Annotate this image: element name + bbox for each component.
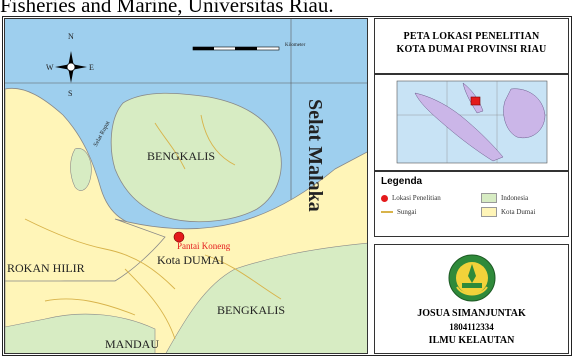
map-title-panel: PETA LOKASI PENELITIAN KOTA DUMAI PROVIN… xyxy=(374,18,569,74)
legend-red-dot-icon xyxy=(381,194,388,202)
compass-s: S xyxy=(68,89,73,98)
author-nim: 1804112334 xyxy=(449,322,494,332)
legend-item-sungai: Sungai xyxy=(381,208,416,216)
compass-rose xyxy=(55,51,87,83)
author-name: JOSUA SIMANJUNTAK xyxy=(417,308,526,319)
rivers xyxy=(24,114,282,340)
map-title-line2: KOTA DUMAI PROVINSI RIAU xyxy=(396,44,547,55)
main-map: N S E W Kilometer Selat Malaka Selat Rup… xyxy=(4,18,368,354)
legend-label: Indonesia xyxy=(501,194,529,202)
inset-map-svg xyxy=(375,75,568,170)
compass-n: N xyxy=(68,32,74,41)
inset-study-area-box xyxy=(470,96,481,106)
author-panel: JOSUA SIMANJUNTAK 1804112334 ILMU KELAUT… xyxy=(374,244,569,354)
bengkalis-island xyxy=(110,92,282,223)
legend-panel: Legenda Lokasi Penelitian Sungai Indones… xyxy=(374,171,569,237)
bengkalis-south-land xyxy=(165,242,367,353)
label-bengkalis-south: BENGKALIS xyxy=(217,303,285,317)
scale-bar xyxy=(192,46,280,51)
compass-e: E xyxy=(89,63,94,72)
legend-title: Legenda xyxy=(381,176,423,187)
university-logo-icon xyxy=(448,254,496,302)
legend-label: Lokasi Penelitian xyxy=(392,194,441,202)
figure-caption: Fisheries and Marine, Universitas Riau. xyxy=(0,0,334,17)
legend-label: Sungai xyxy=(397,208,417,216)
label-rokan-hilir: ROKAN HILIR xyxy=(7,261,85,275)
study-location-marker xyxy=(173,231,185,243)
legend-river-line-icon xyxy=(381,211,393,213)
main-map-svg xyxy=(5,19,367,353)
map-title-line1: PETA LOKASI PENELITIAN xyxy=(403,31,540,42)
legend-item-lokasi: Lokasi Penelitian xyxy=(381,194,441,202)
mandau-land xyxy=(5,313,156,353)
rupat-island xyxy=(70,148,92,191)
map-frame xyxy=(2,16,572,356)
legend-item-indonesia: Indonesia xyxy=(481,193,528,203)
scale-unit: Kilometer xyxy=(285,43,306,48)
inset-map-panel xyxy=(374,74,569,171)
legend-yellow-fill-icon xyxy=(481,207,497,217)
inset-borneo xyxy=(503,88,546,139)
inset-sumatra xyxy=(414,92,504,162)
label-kota-dumai: Kota DUMAI xyxy=(157,253,224,267)
compass-w: W xyxy=(46,63,54,72)
label-bengkalis-north: BENGKALIS xyxy=(147,149,215,163)
legend-green-fill-icon xyxy=(481,193,497,203)
author-department: ILMU KELAUTAN xyxy=(428,335,515,346)
legend-item-kota-dumai: Kota Dumai xyxy=(481,207,535,217)
label-pantai-koneng: Pantai Koneng xyxy=(177,241,231,251)
label-selat-malaka: Selat Malaka xyxy=(304,99,326,212)
label-mandau: MANDAU xyxy=(105,337,159,351)
legend-label: Kota Dumai xyxy=(501,208,536,216)
